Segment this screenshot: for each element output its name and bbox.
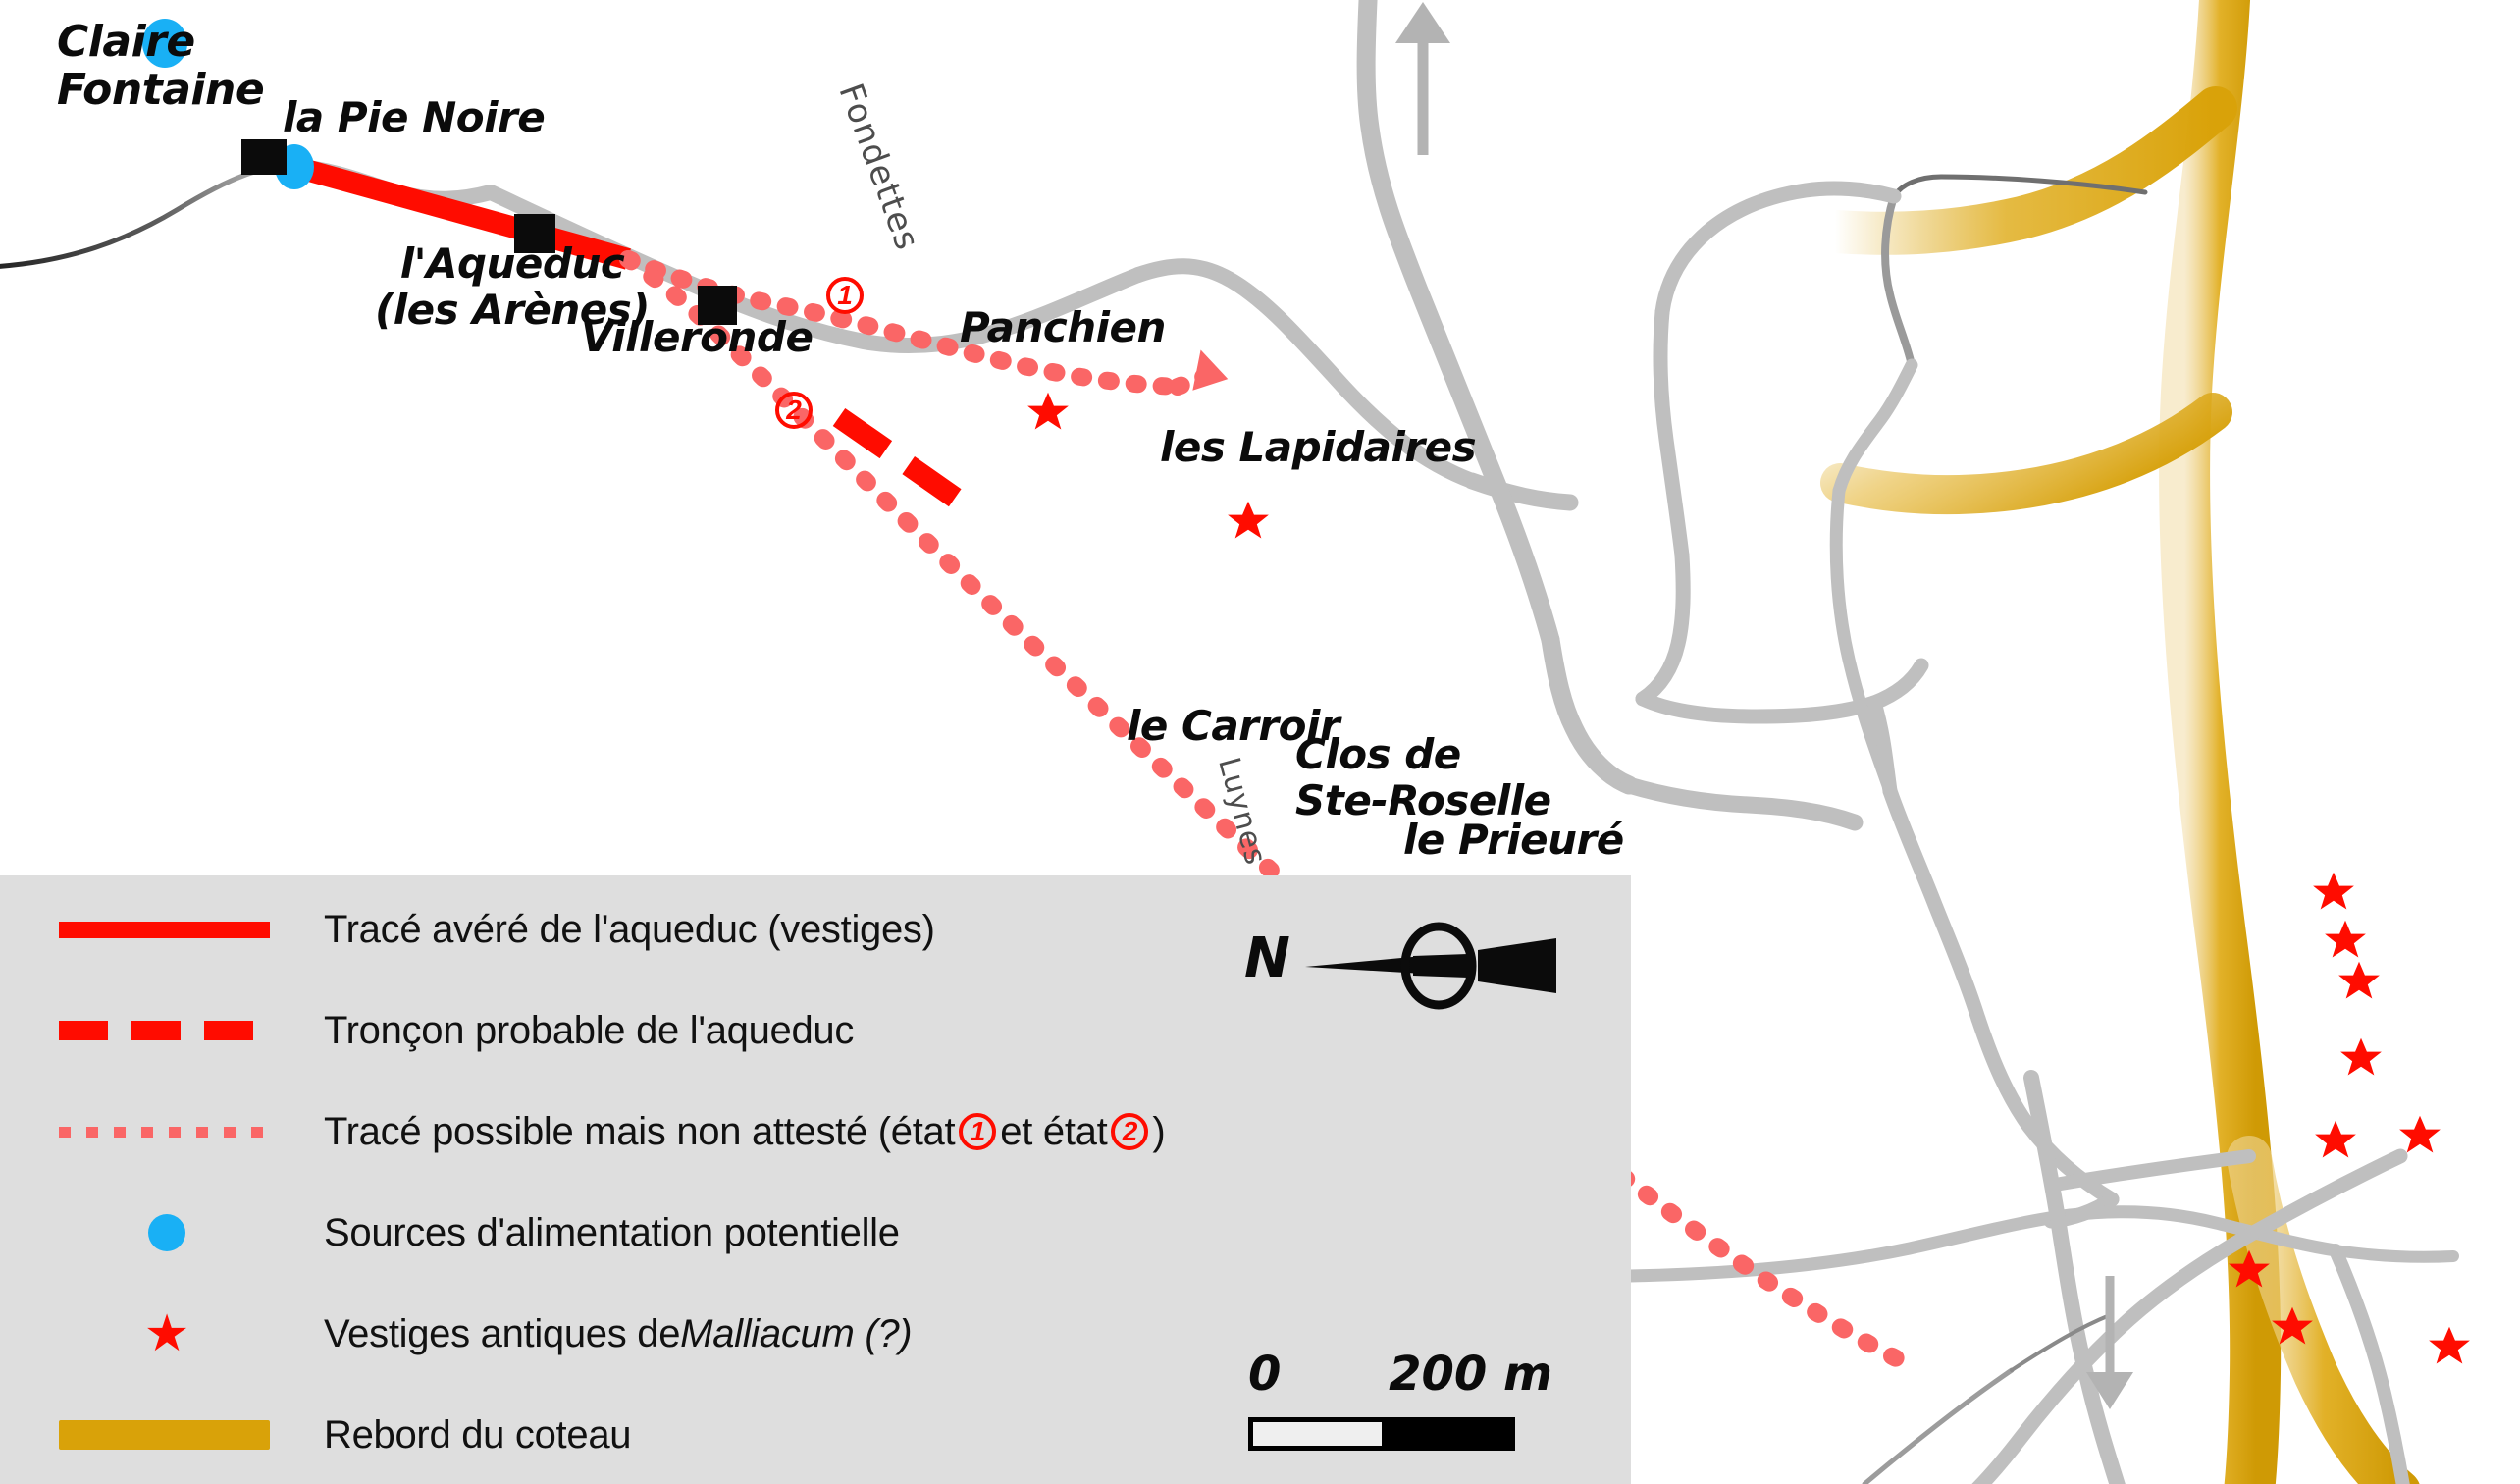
vestige-star — [2429, 1326, 2470, 1364]
site-villeronde — [698, 286, 737, 325]
vestige-stars-group — [1027, 392, 2470, 1364]
place-label-l-aqueduc-les-arenes: l'Aqueduc (les Arènes) — [375, 239, 650, 335]
state-marker-2: 2 — [771, 392, 816, 429]
legend-label-vestiges-italic: Malliacum (?) — [680, 1311, 913, 1355]
state-marker-1-label: 1 — [826, 277, 864, 314]
place-label-la-pie-noire: la Pie Noire — [283, 93, 546, 141]
scale-bar-min-label: 0 — [1248, 1347, 1282, 1402]
legend-label-trace-possible-mid: et état — [1000, 1109, 1108, 1153]
legend-label-troncon-probable: Tronçon probable de l'aqueduc — [324, 1008, 855, 1052]
legend-symbol-blue-dot — [59, 1189, 275, 1277]
place-label-villeronde: Villeronde — [581, 313, 814, 361]
legend-label-trace-possible-post: ) — [1152, 1109, 1166, 1153]
place-label-le-prieure: le Prieuré — [1403, 816, 1624, 864]
legend-symbol-dashed-red-line — [59, 986, 294, 1075]
north-arrow-glyph — [1305, 922, 1556, 1010]
scale-bar: 0 200 m — [1248, 1347, 1552, 1464]
legend-symbol-dotted-red-line — [59, 1087, 294, 1176]
site-les-arenes — [514, 214, 555, 253]
legend-item-trace-avere: Tracé avéré de l'aqueduc (vestiges) — [0, 885, 1178, 974]
vestige-star — [2340, 1037, 2382, 1076]
vestige-star — [2325, 920, 2366, 958]
legend-symbol-solid-red-line — [59, 885, 294, 974]
state-marker-1: 1 — [822, 277, 867, 314]
vestige-star — [2338, 961, 2380, 999]
legend-symbol-gold-band — [59, 1391, 294, 1479]
aqueduct-certain-trace — [299, 158, 631, 270]
scale-bar-segment-dark — [1382, 1422, 1510, 1446]
vestige-star — [2399, 1115, 2441, 1153]
place-label-panchien: Panchien — [960, 303, 1166, 351]
legend-item-vestiges: ★ Vestiges antiques de Malliacum (?) — [0, 1290, 1178, 1378]
north-arrow: N — [1244, 913, 1598, 1021]
aqueduct-probable-section — [832, 407, 969, 512]
star-icon: ★ — [143, 1305, 190, 1362]
state-marker-2-label: 2 — [775, 392, 813, 429]
legend-item-troncon-probable: Tronçon probable de l'aqueduc — [0, 986, 1178, 1075]
legend-label-trace-possible: Tracé possible mais non attesté (état 1 … — [324, 1087, 1166, 1176]
scale-bar-segment-light — [1253, 1422, 1382, 1446]
place-label-claire-fontaine: Claire Fontaine — [57, 17, 265, 116]
vestige-star — [2272, 1306, 2313, 1345]
legend-label-trace-possible-pre: Tracé possible mais non attesté (état — [324, 1109, 956, 1153]
legend-label-vestiges-pre: Vestiges antiques de — [324, 1311, 681, 1355]
legend-item-sources: Sources d'alimentation potentielle — [0, 1189, 1178, 1277]
legend-label-trace-avere: Tracé avéré de l'aqueduc (vestiges) — [324, 907, 935, 951]
spring-claire-fontaine — [142, 19, 187, 68]
site-markers-group — [241, 139, 737, 325]
place-label-les-lapidaires: les Lapidaires — [1160, 423, 1477, 471]
vestige-star — [1228, 501, 1269, 539]
vestige-star — [2229, 1249, 2270, 1288]
legend-label-vestiges: Vestiges antiques de Malliacum (?) — [324, 1290, 913, 1378]
scale-bar-track — [1248, 1417, 1515, 1451]
legend-state-marker-2: 2 — [1111, 1113, 1149, 1150]
vestige-star — [2315, 1120, 2356, 1158]
aqueduct-possible-route-2 — [619, 250, 1916, 1373]
vestige-star — [2313, 872, 2354, 910]
legend-panel: Tracé avéré de l'aqueduc (vestiges) Tron… — [0, 875, 1631, 1484]
luynes-direction-arrow — [2086, 1276, 2133, 1409]
place-label-le-carroir: le Carroir — [1127, 702, 1340, 750]
legend-item-rebord-coteau: Rebord du coteau — [0, 1391, 1178, 1479]
legend-item-trace-possible: Tracé possible mais non attesté (état 1 … — [0, 1087, 1178, 1176]
scale-bar-max-label: 200 m — [1389, 1347, 1552, 1402]
north-arrow-label: N — [1244, 927, 1290, 990]
legend-state-marker-1: 1 — [959, 1113, 997, 1150]
vestige-star — [1027, 392, 1069, 430]
site-la-pie-noire — [241, 139, 287, 175]
place-label-clos-de-ste-roselle: Clos de Ste-Roselle — [1295, 730, 1551, 825]
legend-label-sources: Sources d'alimentation potentielle — [324, 1210, 900, 1254]
fondettes-direction-arrow — [1395, 2, 1450, 155]
legend-symbol-red-star: ★ — [59, 1290, 275, 1378]
springs-group — [142, 19, 314, 189]
coteau-edge-group — [1813, 0, 2420, 1484]
legend-label-rebord-coteau: Rebord du coteau — [324, 1412, 632, 1457]
